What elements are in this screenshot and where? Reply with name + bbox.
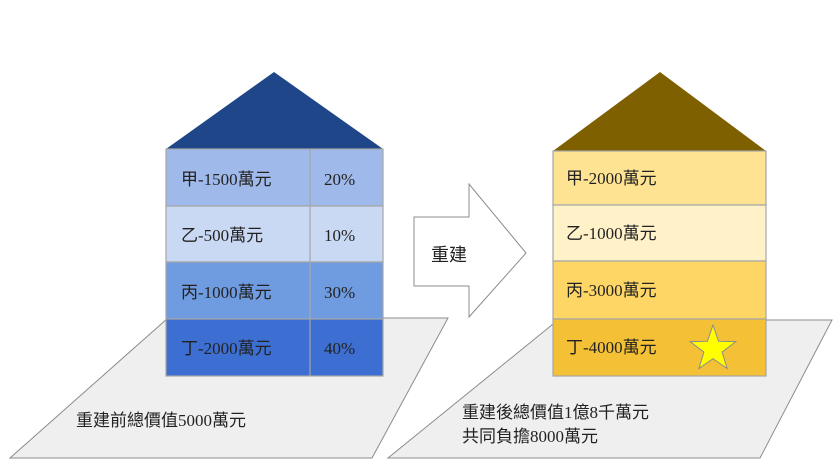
before-row-yi <box>165 205 384 263</box>
after-owner-label: 丙-3000萬元 <box>566 281 657 300</box>
after-row-yi <box>552 204 767 262</box>
before-roof <box>166 72 383 149</box>
before-owner-share: 20% <box>324 170 355 189</box>
after-owner-label: 丁-4000萬元 <box>566 338 657 357</box>
after-row-ding <box>552 318 767 377</box>
rebuild-arrow-label: 重建 <box>431 245 467 265</box>
after-owner-label: 甲-2000萬元 <box>566 169 657 188</box>
after-total-line: 重建後總價值1億8千萬元 <box>462 403 649 422</box>
rebuild-arrow <box>413 182 527 319</box>
before-building: 甲-1500萬元 乙-500萬元 丙-1000萬元 丁-2000萬元 20% 1… <box>165 148 384 377</box>
after-row-jia <box>552 150 767 206</box>
before-row-jia <box>165 148 384 207</box>
after-owner-label: 乙-1000萬元 <box>566 224 657 243</box>
after-building: 甲-2000萬元 乙-1000萬元 丙-3000萬元 丁-4000萬元 <box>552 150 767 377</box>
before-row-ding <box>165 318 384 377</box>
after-roof <box>553 72 766 151</box>
after-total-line: 共同負擔8000萬元 <box>462 427 598 446</box>
star-icon <box>688 323 738 370</box>
before-total-text: 重建前總價值5000萬元 <box>76 411 246 430</box>
before-owner-share: 30% <box>324 283 355 302</box>
before-owner-label: 乙-500萬元 <box>181 226 263 245</box>
after-row-bing <box>552 260 767 320</box>
before-owner-label: 丙-1000萬元 <box>181 283 272 302</box>
before-owner-share: 10% <box>324 226 355 245</box>
before-owner-label: 甲-1500萬元 <box>181 170 272 189</box>
before-owner-share: 40% <box>324 339 355 358</box>
before-owner-label: 丁-2000萬元 <box>181 339 272 358</box>
